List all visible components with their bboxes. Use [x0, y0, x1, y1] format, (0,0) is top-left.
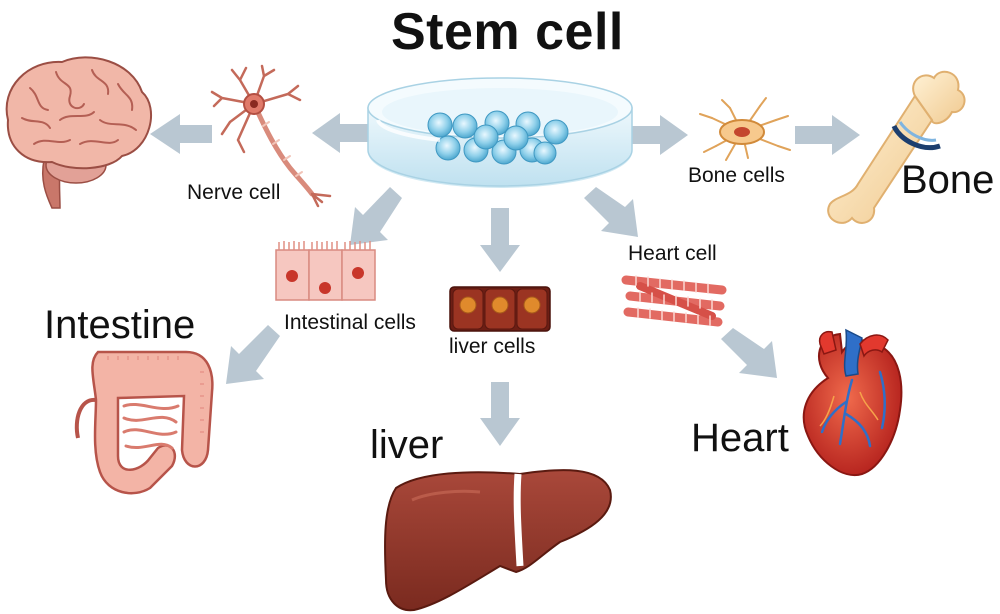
label-liver: liver [370, 423, 444, 467]
neuron-icon [210, 64, 332, 208]
petri-dish-icon [367, 77, 633, 188]
intestinal-cells-icon [275, 241, 376, 301]
arrow-to-liver-cells [480, 208, 520, 272]
liver-cells-icon [449, 286, 551, 332]
arrow-to-bone [795, 115, 860, 155]
label-bone-cells: Bone cells [688, 164, 785, 187]
arrow-to-nerve-cell [312, 113, 372, 153]
stem-cells-cluster [427, 110, 569, 165]
heart-icon [802, 328, 903, 477]
label-nerve-cell: Nerve cell [187, 181, 281, 204]
arrows [150, 113, 860, 446]
arrow-to-bone-cells [630, 115, 688, 155]
heart-cell-icon [621, 275, 727, 327]
label-bone: Bone [901, 158, 995, 202]
bone-cell-icon [699, 97, 791, 161]
label-heart: Heart [691, 416, 789, 460]
diagram-title: Stem cell [391, 3, 624, 61]
label-intestine: Intestine [44, 303, 196, 347]
arrow-to-intestinal-cells [350, 187, 402, 245]
bone-icon [827, 70, 966, 224]
arrow-to-heart-cell [584, 187, 638, 237]
label-intestinal-cells: Intestinal cells [284, 311, 416, 334]
liver-icon [384, 469, 612, 612]
arrow-to-intestine [226, 325, 280, 384]
arrow-to-liver [480, 382, 520, 446]
label-liver-cells: liver cells [449, 335, 536, 358]
label-heart-cell: Heart cell [628, 242, 717, 265]
brain-icon [5, 56, 152, 209]
arrow-to-heart [721, 328, 777, 378]
intestine-icon [74, 350, 214, 495]
arrow-to-brain [150, 114, 212, 154]
